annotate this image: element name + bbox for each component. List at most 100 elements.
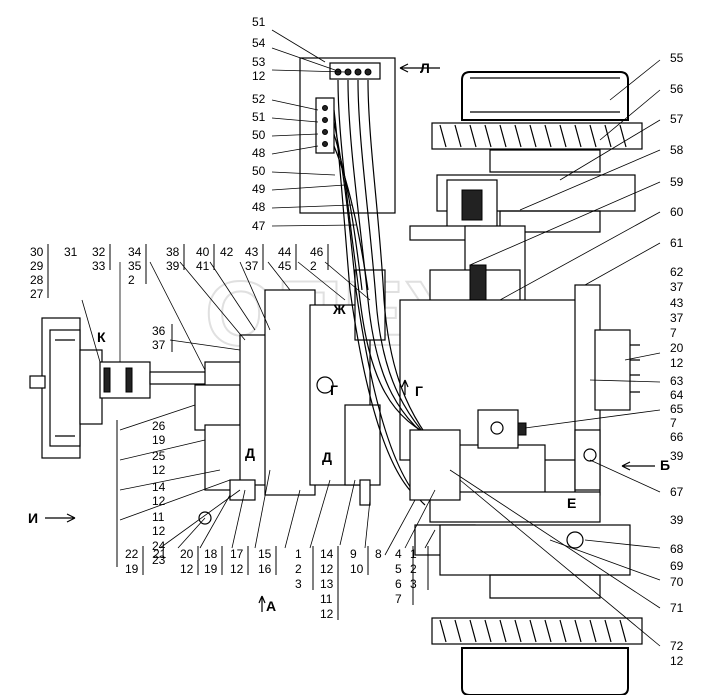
callout-label: 12 [152, 494, 166, 508]
gearbox-housing [194, 269, 386, 525]
callout-label: 12 [670, 356, 684, 370]
callout-label: 2 [295, 562, 302, 576]
callout-label: 4 [395, 547, 402, 561]
callout-label: 7 [395, 592, 402, 606]
view-arrow-b [621, 461, 655, 471]
callout-label: 68 [670, 542, 684, 556]
callout-label: 48 [252, 200, 266, 214]
zone-letter-d1: Д [245, 445, 255, 461]
callout-label: 27 [30, 287, 44, 301]
callout-label: 56 [670, 82, 684, 96]
callout-label: 47 [252, 219, 266, 233]
callout-label: 20 [180, 547, 194, 561]
callout-label: 42 [220, 245, 234, 259]
lower-hub [414, 491, 631, 576]
zone-letter-k: К [97, 329, 106, 345]
section-arrow-g [401, 379, 409, 395]
callout-label: 69 [670, 559, 684, 573]
callout-label: 12 [152, 463, 166, 477]
callout-label: 14 [152, 480, 166, 494]
callout-label: 32 [92, 245, 106, 259]
callout-label: 39 [166, 259, 180, 273]
callout-label: 1 [410, 547, 417, 561]
callout-label: 48 [252, 146, 266, 160]
callout-label: 24 [152, 539, 166, 553]
callout-label: 11 [152, 510, 165, 524]
callout-label: 60 [670, 205, 684, 219]
callout-label: 58 [670, 143, 684, 157]
callout-label: 39 [670, 513, 684, 527]
hydraulic-hoses [333, 79, 456, 506]
callout-label: 16 [258, 562, 272, 576]
zone-letter-i: И [28, 510, 38, 526]
callout-label: 51 [252, 110, 266, 124]
callout-label: 61 [670, 236, 684, 250]
callout-label: 37 [245, 259, 259, 273]
callout-label: 52 [252, 92, 266, 106]
callout-label: 57 [670, 112, 684, 126]
callout-label: 39 [670, 449, 684, 463]
callout-label: 29 [30, 259, 44, 273]
callout-label: 12 [180, 562, 194, 576]
callout-label: 12 [320, 607, 334, 621]
callout-label: 45 [278, 259, 292, 273]
flywheel-housing [29, 317, 103, 459]
callout-label: 13 [320, 577, 334, 591]
zone-letter-e: Е [567, 495, 576, 511]
zone-letter-b: Б [660, 457, 670, 473]
callout-label: 43 [670, 296, 684, 310]
callout-label: 46 [310, 245, 324, 259]
lower-tire [431, 574, 643, 695]
zone-letter-g1: Г [330, 382, 338, 398]
callout-label: 33 [92, 259, 106, 273]
callout-label: 14 [320, 547, 334, 561]
callout-label: 19 [152, 433, 166, 447]
callout-label: 28 [30, 273, 44, 287]
callout-label: 38 [166, 245, 180, 259]
callout-label: 1 [295, 547, 302, 561]
callout-label: 71 [670, 601, 684, 615]
view-arrow-l [399, 63, 440, 73]
callout-label: 2 [128, 273, 135, 287]
callout-label: 19 [204, 562, 218, 576]
callout-label: 26 [152, 419, 166, 433]
callout-label: 7 [670, 326, 677, 340]
right-callouts: 5556575859606162374337720126364657663967… [670, 51, 684, 668]
callout-label: 51 [252, 15, 266, 29]
callout-label: 12 [152, 524, 166, 538]
callout-label: 37 [152, 338, 166, 352]
callout-label: 54 [252, 36, 266, 50]
callout-label: 5 [395, 562, 402, 576]
callout-label: 44 [278, 245, 292, 259]
callout-label: 30 [30, 245, 44, 259]
callout-label: 23 [152, 553, 166, 567]
zone-letter-zh: Ж [332, 301, 346, 317]
callout-label: 10 [350, 562, 364, 576]
callout-label: 50 [252, 164, 266, 178]
callout-label: 65 [670, 402, 684, 416]
callout-label: 8 [375, 547, 382, 561]
callout-label: 2 [410, 562, 417, 576]
callout-label: 36 [152, 324, 166, 338]
callout-label: 59 [670, 175, 684, 189]
callout-label: 62 [670, 265, 684, 279]
callout-label: 63 [670, 374, 684, 388]
callout-label: 64 [670, 388, 684, 402]
callout-label: 49 [252, 182, 266, 196]
leader-lines [81, 29, 661, 647]
callout-label: 35 [128, 259, 142, 273]
callout-label: 3 [295, 577, 302, 591]
callout-label: 15 [258, 547, 272, 561]
callout-label: 12 [230, 562, 244, 576]
drive-shaft [99, 361, 246, 399]
upper-tire [431, 71, 643, 173]
callout-label: 2 [310, 259, 317, 273]
callout-label: 70 [670, 575, 684, 589]
center-valve-manifold [409, 409, 527, 501]
callout-label: 66 [670, 430, 684, 444]
view-arrow-a [258, 595, 266, 612]
